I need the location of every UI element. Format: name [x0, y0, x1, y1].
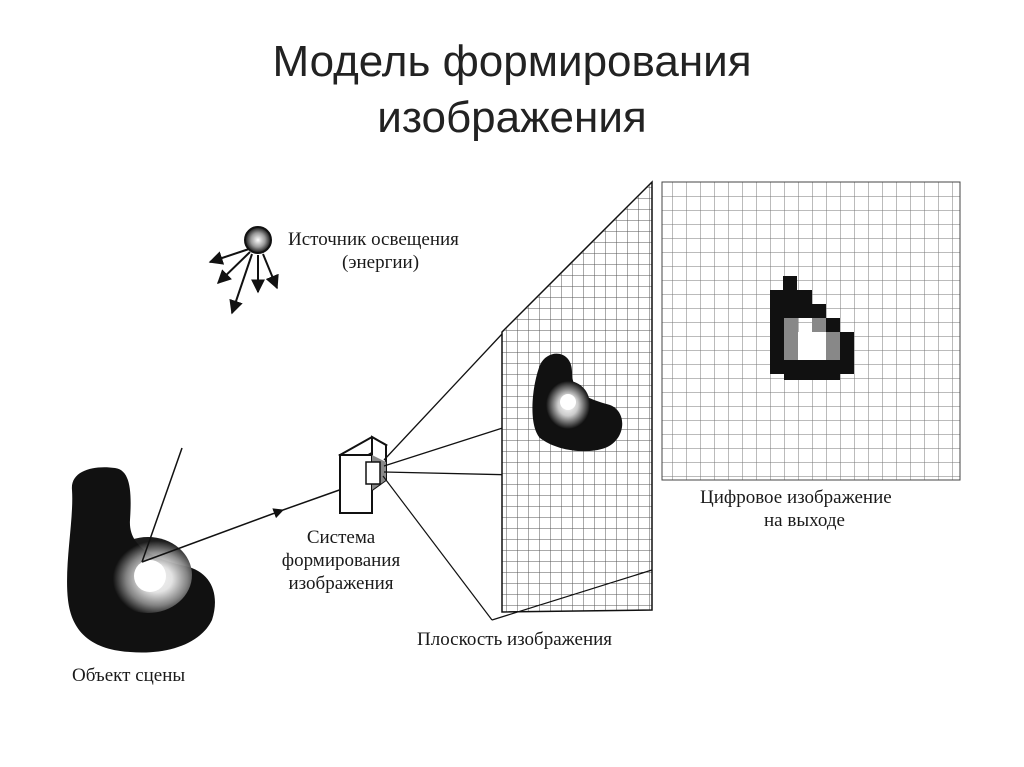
imaging-system-label-line-2: формирования: [281, 550, 401, 571]
reflected-ray: [141, 508, 284, 563]
title-line-1: Модель формирования: [272, 37, 752, 86]
scene-object-shape: [67, 467, 215, 653]
light-source-label-line-1: Источник освещения: [288, 229, 459, 250]
light-source-label-line-2: (энергии): [342, 252, 420, 273]
digital-output-label-line-2: на выходе: [764, 510, 845, 531]
image-plane-label: Плоскость изображения: [417, 629, 613, 650]
imaging-system-label-line-3: изображения: [288, 573, 394, 594]
image-plane: [501, 180, 653, 613]
incident-ray: [141, 447, 183, 563]
title-line-2: изображения: [377, 93, 647, 142]
imaging-system-box: [337, 435, 389, 514]
light-source-icon: [208, 226, 279, 315]
scene-object-label: Объект сцены: [72, 665, 186, 686]
reflected-ray-continued: [282, 487, 346, 511]
slide-title: Модель формирования изображения: [0, 34, 1024, 146]
label-pointer-1: [382, 475, 493, 621]
digital-output-image: [661, 181, 961, 481]
label-pointer-2: [491, 569, 653, 621]
digital-output-label-line-1: Цифровое изображение: [700, 487, 892, 508]
imaging-system-label-line-1: Система: [306, 527, 376, 548]
